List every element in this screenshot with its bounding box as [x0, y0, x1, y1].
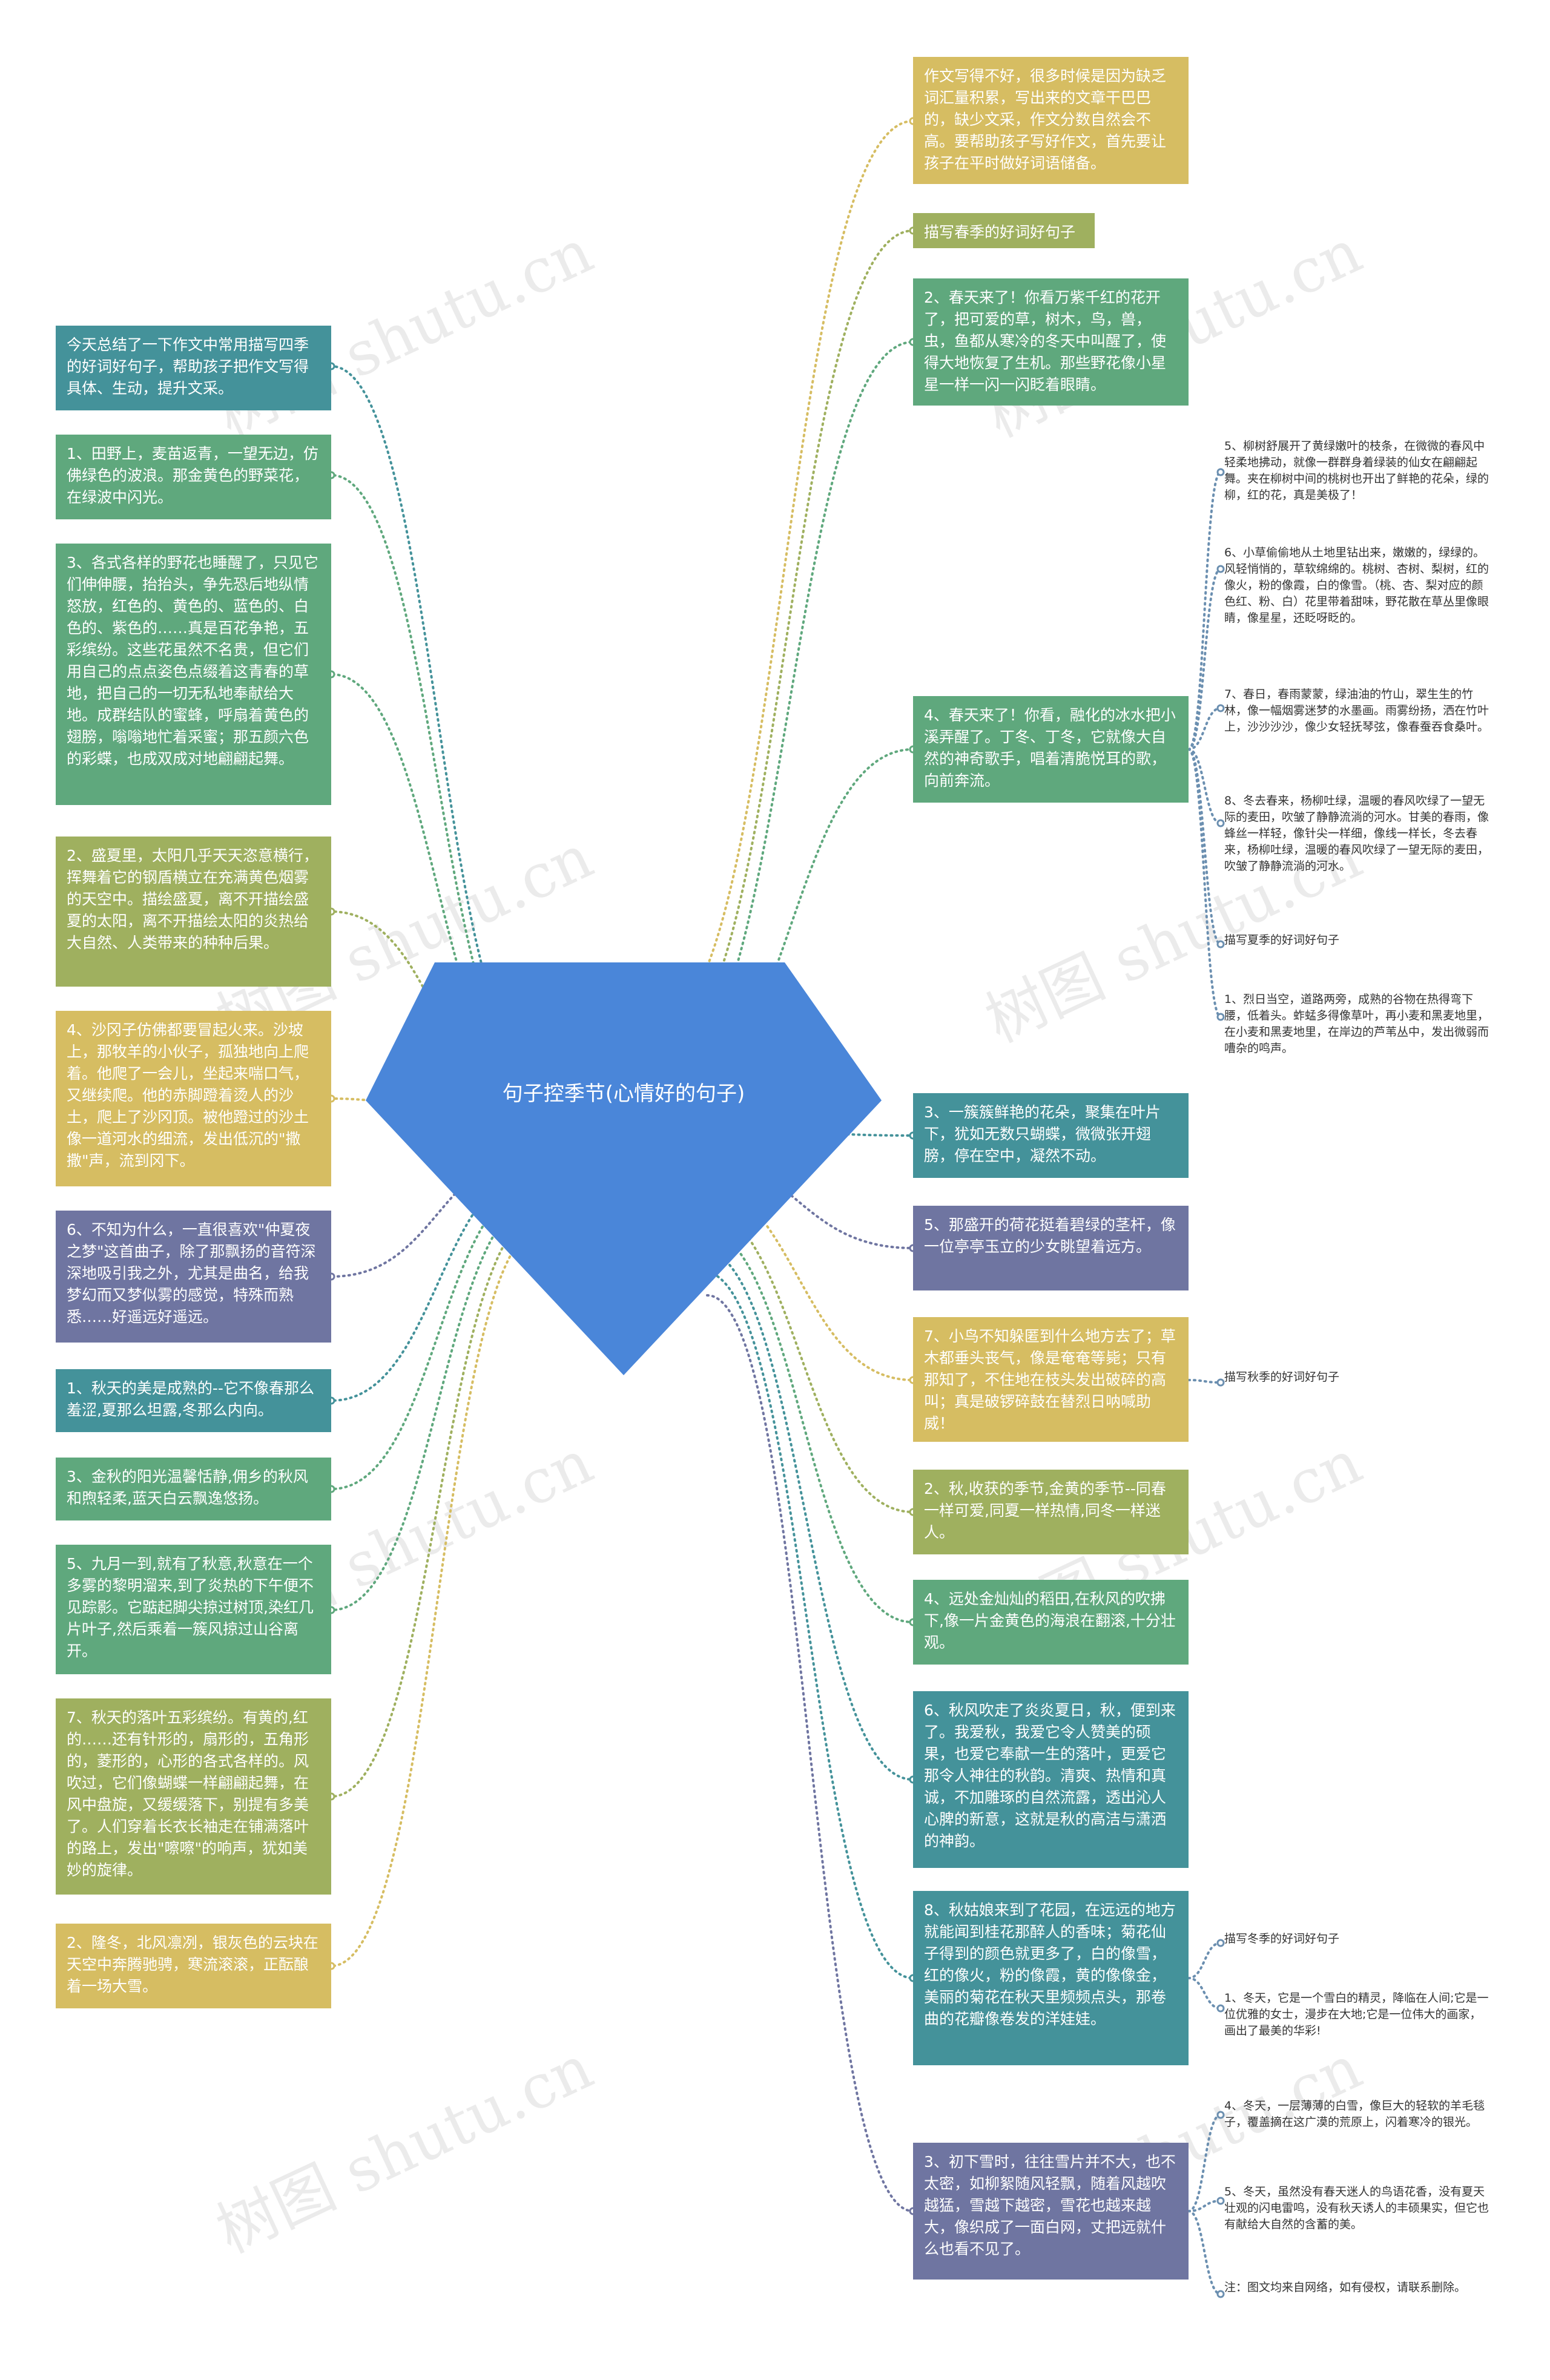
- left-link: [330, 1164, 546, 1402]
- left-node[interactable]: 1、田野上，麦苗返青，一望无边，仿佛绿色的波浪。那金黄色的野菜花，在绿波中闪光。: [56, 435, 331, 519]
- right-link: [672, 1125, 914, 1137]
- far-right-leaf[interactable]: 描写秋季的好词好句子: [1224, 1370, 1340, 1384]
- left-link: [330, 1179, 546, 1490]
- far-right-link: [1187, 1379, 1222, 1384]
- far-right-link-end: [1216, 2197, 1225, 2205]
- far-right-leaf[interactable]: 1、冬天，它是一个雪白的精灵，降临在人间;它是一位优雅的女士，漫步在大地;它是一…: [1224, 1991, 1489, 2037]
- right-link: [677, 1149, 914, 1249]
- far-right-link: [1187, 1942, 1222, 1979]
- far-right-link: [1187, 748, 1222, 824]
- far-right-link: [1187, 1977, 1222, 2010]
- far-right-link: [1187, 748, 1222, 1018]
- right-node[interactable]: 3、一簇簇鲜艳的花朵，聚集在叶片下，犹如无数只蝴蝶，微微张开翅膀，停在空中，凝然…: [913, 1093, 1189, 1178]
- far-right-link-end: [1216, 2004, 1225, 2013]
- right-node[interactable]: 5、那盛开的荷花挺着碧绿的茎杆，像一位亭亭玉立的少女眺望着远方。: [913, 1206, 1189, 1290]
- left-node[interactable]: 7、秋天的落叶五彩缤纷。有黄的,红的……还有针形的，扇形的，五角形的，菱形的，心…: [56, 1698, 331, 1895]
- left-node[interactable]: 2、盛夏里，太阳几乎天天恣意横行，挥舞着它的钢盾横立在充满黄色烟雾的天空中。描绘…: [56, 837, 331, 987]
- left-node[interactable]: 6、不知为什么，一直很喜欢"仲夏夜之梦"这首曲子，除了那飘扬的音符深深地吸引我之…: [56, 1211, 331, 1343]
- far-right-leaf[interactable]: 描写冬季的好词好句子: [1224, 1932, 1340, 1945]
- left-link: [330, 365, 546, 1076]
- far-right-link: [1187, 707, 1222, 751]
- right-link: [653, 120, 914, 1030]
- left-node[interactable]: 今天总结了一下作文中常用描写四季的好词好句子，帮助孩子把作文写得具体、生动，提升…: [56, 326, 331, 410]
- right-node[interactable]: 4、远处金灿灿的稻田,在秋风的吹拂下,像一片金黄色的海浪在翻滚,十分壮观。: [913, 1580, 1189, 1665]
- left-node[interactable]: 5、九月一到,就有了秋意,秋意在一个多雾的黎明溜来,到了炎热的下午便不见踪影。它…: [56, 1545, 331, 1674]
- right-node[interactable]: 4、春天来了！你看，融化的冰水把小溪弄醒了。丁冬、丁冬，它就像大自然的神奇歌手，…: [913, 696, 1189, 803]
- far-right-link-end: [1216, 819, 1225, 827]
- right-node[interactable]: 作文写得不好，很多时候是因为缺乏词汇量积累，写出来的文章干巴巴的，缺少文采，作文…: [913, 57, 1189, 184]
- far-right-leaf[interactable]: 注：图文均来自网络，如有侵权，请联系删除。: [1224, 2281, 1466, 2294]
- right-link: [706, 1294, 914, 2212]
- far-right-link-end: [1216, 468, 1225, 476]
- far-right-link: [1187, 748, 1222, 945]
- far-right-leaf[interactable]: 6、小草偷偷地从土地里钻出来，嫩嫩的，绿绿的。风轻悄悄的，草软绵绵的。桃树、杏树…: [1224, 546, 1489, 625]
- far-right-link: [1187, 2210, 1222, 2295]
- left-node[interactable]: 1、秋天的美是成熟的--它不像春那么羞涩,夏那么坦露,冬那么内向。: [56, 1369, 331, 1432]
- far-right-link-end: [1216, 2111, 1225, 2119]
- left-node[interactable]: 3、各式各样的野花也睡醒了，只见它们伸伸腰，抬抬头，争先恐后地纵情怒放，红色的、…: [56, 544, 331, 805]
- left-link: [330, 1194, 546, 1611]
- far-right-link-end: [1216, 940, 1225, 948]
- right-node[interactable]: 描写春季的好词好句子: [913, 213, 1095, 248]
- left-node[interactable]: 3、金秋的阳光温馨恬静,佣乡的秋风和煦轻柔,蓝天白云飘逸悠扬。: [56, 1458, 331, 1520]
- far-right-link-end: [1216, 2290, 1225, 2298]
- left-link: [330, 1149, 546, 1278]
- far-right-link-end: [1216, 1939, 1225, 1947]
- far-right-link: [1187, 2114, 1222, 2212]
- far-right-link-end: [1216, 704, 1225, 712]
- right-link: [662, 341, 914, 1079]
- far-right-leaf[interactable]: 5、冬天，虽然没有春天迷人的鸟语花香，没有夏天壮观的闪电雷鸣，没有秋天诱人的丰硕…: [1224, 2185, 1489, 2231]
- left-link: [330, 1209, 546, 1798]
- left-link: [330, 673, 546, 1106]
- right-node[interactable]: 7、小鸟不知躲匿到什么地方去了；草木都垂头丧气，像是奄奄等毙；只有那知了，不住地…: [913, 1317, 1189, 1442]
- root-topic[interactable]: 句子控季节(心情好的句子): [502, 1082, 745, 1106]
- far-right-link-end: [1216, 1378, 1225, 1387]
- right-node[interactable]: 8、秋姑娘来到了花园，在远远的地方就能闻到桂花那醉人的香味；菊花仙子得到的颜色就…: [913, 1891, 1189, 2065]
- right-link: [701, 1270, 914, 1979]
- far-right-leaf[interactable]: 7、春日，春雨蒙蒙，绿油油的竹山，翠生生的竹林，像一幅烟雾迷梦的水墨画。雨雾纷扬…: [1224, 688, 1489, 734]
- right-link: [667, 748, 914, 1103]
- far-right-leaf[interactable]: 5、柳树舒展开了黄绿嫩叶的枝条，在微微的春风中轻柔地拂动，就像一群群身着绿装的仙…: [1224, 439, 1489, 502]
- left-node[interactable]: 4、沙冈子仿佛都要冒起火来。沙坡上，那牧羊的小伙子，孤独地向上爬着。他爬了一会儿…: [56, 1011, 331, 1186]
- far-right-leaf[interactable]: 1、烈日当空，道路两旁，成熟的谷物在热得弯下腰，低着头。蚱蜢多得像草叶，再小麦和…: [1224, 993, 1489, 1055]
- far-right-link: [1187, 2200, 1222, 2212]
- left-link: [330, 474, 546, 1091]
- right-node[interactable]: 2、秋,收获的季节,金黄的季节--同春一样可爱,同夏一样热情,同冬一样迷人。: [913, 1470, 1189, 1554]
- far-right-link-end: [1216, 1013, 1225, 1021]
- far-right-link: [1187, 471, 1222, 751]
- right-node[interactable]: 3、初下雪时，往往雪片并不大，也不太密，如柳絮随风轻飘，随着风越吹越猛，雪越下越…: [913, 2143, 1189, 2280]
- far-right-leaf[interactable]: 8、冬去春来，杨柳吐绿，温暖的春风吹绿了一望无际的麦田，吹皱了静静流淌的河水。甘…: [1224, 794, 1489, 873]
- right-link: [687, 1197, 914, 1513]
- far-right-leaf[interactable]: 描写夏季的好词好句子: [1224, 933, 1340, 947]
- right-link: [658, 229, 914, 1054]
- far-right-link: [1187, 568, 1222, 751]
- right-node[interactable]: 6、秋风吹走了炎炎夏日，秋，便到来了。我爱秋，我爱它令人赞美的硕果，也爱它奉献一…: [913, 1691, 1189, 1868]
- right-node[interactable]: 2、春天来了！你看万紫千红的花开了，把可爱的草，树木，鸟，兽，虫，鱼都从寒冷的冬…: [913, 278, 1189, 406]
- far-right-link-end: [1216, 565, 1225, 573]
- left-node[interactable]: 2、隆冬，北风凛冽，银灰色的云块在天空中奔腾驰骋，寒流滚滚，正酝酿着一场大雪。: [56, 1924, 331, 2008]
- far-right-leaf[interactable]: 4、冬天，一层薄薄的白雪，像巨大的轻软的羊毛毯子，覆盖摘在这广漠的荒原上，闪着寒…: [1224, 2099, 1485, 2129]
